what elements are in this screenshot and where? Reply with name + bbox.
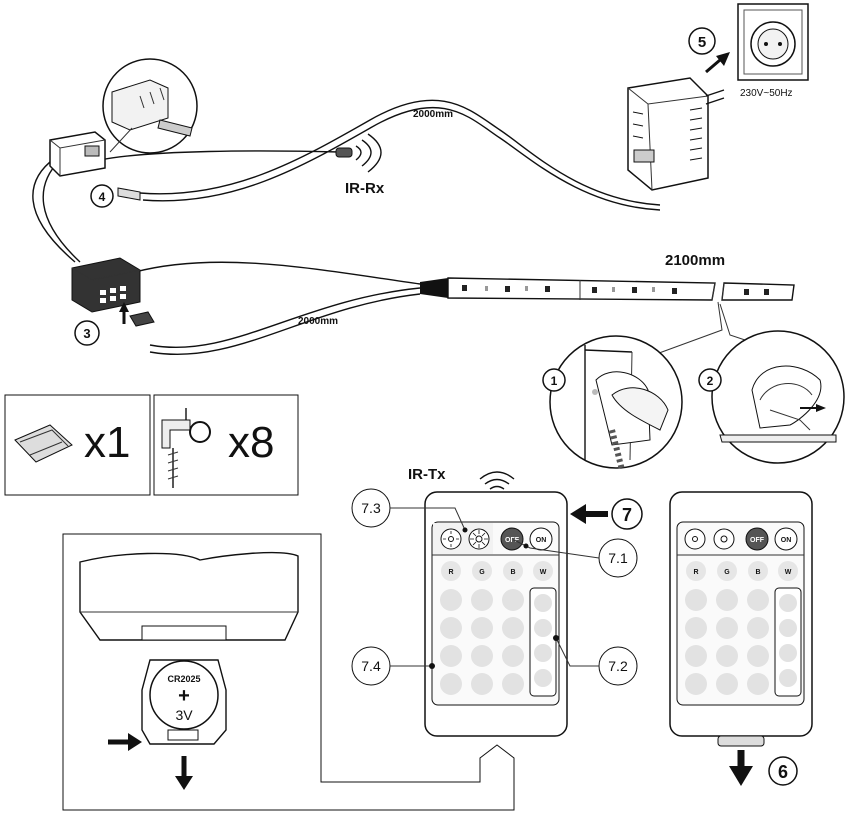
step-4-label: 4 (99, 190, 106, 204)
green-button[interactable] (472, 561, 492, 581)
ir-controller-module (49, 131, 141, 201)
ir-tx-label: IR-Tx (408, 466, 446, 483)
clean-surface-circle (549, 335, 683, 471)
blue-button-label: B (510, 569, 515, 576)
white-button-label-2: W (785, 569, 792, 576)
plug-in-arrow-shaft (705, 58, 721, 74)
color-button-grid[interactable] (440, 589, 524, 695)
strip-length-label: 2100mm (665, 252, 725, 269)
battery-model: CR2025 (167, 674, 200, 684)
remote-callouts: 7.3 7.1 7.4 7.2 (351, 488, 638, 686)
blue-button-label-2: B (755, 569, 760, 576)
callout-7-2: 7.2 (608, 658, 628, 674)
battery-voltage: 3V (175, 707, 193, 723)
on-button-label: ON (536, 537, 547, 544)
off-button-label: OFF (505, 537, 520, 544)
green-button-label-2: G (724, 569, 730, 576)
cable-length-top: 2000mm (413, 109, 453, 120)
junction-box (71, 257, 155, 327)
step-1-label: 1 (551, 374, 558, 388)
battery-polarity: + (178, 685, 190, 707)
green-button-label: G (479, 569, 485, 576)
callout-7-1: 7.1 (608, 550, 628, 566)
white-button[interactable] (533, 561, 553, 581)
arrow-icon (716, 52, 730, 66)
power-adapter (627, 77, 725, 191)
remote-control-front: OFF ON R G B W (424, 491, 568, 737)
wall-socket: 230V~50Hz (737, 3, 809, 99)
cable-length-bottom: 2000mm (298, 316, 338, 327)
step-5-label: 5 (698, 34, 706, 51)
step-3-label: 3 (83, 326, 90, 341)
arrow-icon (570, 504, 586, 524)
wifi-signal-icon (479, 471, 515, 490)
on-button-label-2: ON (781, 537, 792, 544)
connector-zoom-circle (102, 58, 198, 154)
zoom-leader-1 (639, 301, 723, 361)
red-button-label: R (448, 569, 453, 576)
step-2-label: 2 (707, 374, 714, 388)
callout-7-4: 7.4 (361, 658, 381, 674)
voltage-label: 230V~50Hz (740, 88, 793, 99)
blue-button[interactable] (503, 561, 523, 581)
off-button-label-2: OFF (750, 537, 765, 544)
mode-button-column[interactable] (529, 587, 557, 697)
led-strip (420, 277, 795, 301)
step-7-label: 7 (622, 505, 632, 525)
off-button[interactable] (500, 527, 524, 551)
white-button-label: W (540, 569, 547, 576)
battery-replacement-panel: CR2025 + 3V (62, 533, 515, 811)
red-button-label-2: R (693, 569, 698, 576)
ir-receiver: IR-Rx (335, 133, 385, 197)
ir-rx-label: IR-Rx (345, 180, 385, 197)
clip-count: x8 (228, 418, 274, 467)
accessory-cable-clips: x8 (153, 394, 299, 496)
remote-control-pull-tab: OFF ON R G B W (669, 491, 813, 786)
accessory-adhesive-pad: x1 (4, 394, 151, 496)
callout-7-3: 7.3 (361, 500, 381, 516)
peel-backing-circle (711, 330, 845, 464)
red-button[interactable] (441, 561, 461, 581)
pad-count: x1 (84, 418, 130, 467)
brightness-down-icon[interactable] (440, 528, 462, 550)
step-markers: 5 4 3 1 2 7 6 (74, 27, 798, 786)
step-6-label: 6 (778, 762, 788, 782)
cables (32, 99, 661, 356)
